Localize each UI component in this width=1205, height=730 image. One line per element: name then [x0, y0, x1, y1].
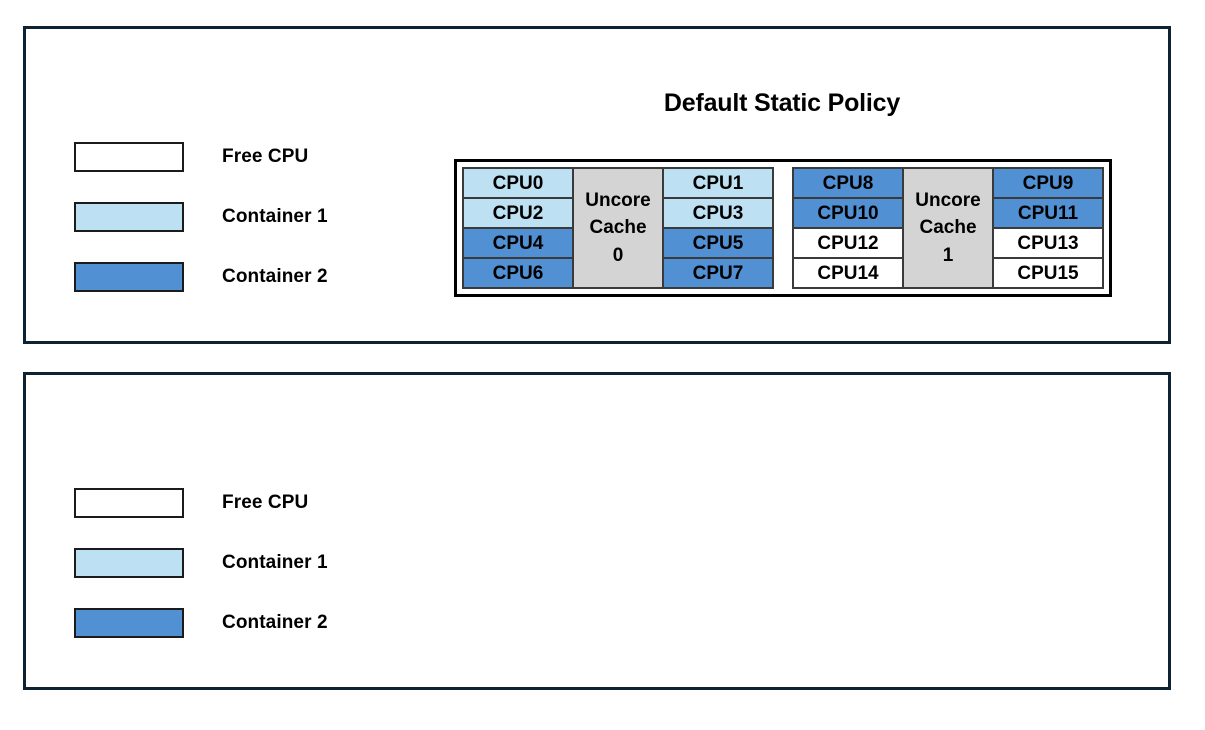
uncore-cache-label-line1: Uncore [585, 189, 651, 211]
cpu-cell: CPU1 [663, 168, 773, 198]
cpu-cell: CPU14 [793, 258, 903, 288]
page-title-top: Default Static Policy [663, 89, 901, 117]
legend-label-container-1: Container 1 [222, 552, 328, 573]
cpu-cell: CPU0 [463, 168, 573, 198]
uncore-cache-label-index: 0 [612, 244, 624, 266]
uncore-cache-label-line2: Cache [919, 217, 977, 239]
legend-item-container-2: Container 2 [74, 247, 374, 307]
legend-label-container-1: Container 1 [222, 206, 328, 227]
cpu-cell: CPU12 [793, 228, 903, 258]
cpu-cell: CPU15 [993, 258, 1103, 288]
legend-item-container-1: Container 1 [74, 187, 374, 247]
cpu-cell: CPU11 [993, 198, 1103, 228]
legend-label-container-2: Container 2 [222, 266, 328, 287]
cpu-cell: CPU7 [663, 258, 773, 288]
cache-group-0: CPU0 CPU2 CPU4 CPU6 Uncore Cache 0 CPU1 … [462, 167, 774, 289]
cpu-topology-diagram-top: CPU0 CPU2 CPU4 CPU6 Uncore Cache 0 CPU1 … [454, 159, 1112, 297]
cpu-cell: CPU8 [793, 168, 903, 198]
legend-swatch-free-cpu [74, 488, 184, 518]
cpu-column-left-0: CPU0 CPU2 CPU4 CPU6 [463, 168, 573, 288]
panel-default-static-policy: Default Static Policy Free CPU Container… [23, 26, 1171, 344]
cpu-cell: CPU2 [463, 198, 573, 228]
legend-item-free-cpu: Free CPU [74, 127, 374, 187]
cpu-cell: CPU10 [793, 198, 903, 228]
cpu-cell: CPU13 [993, 228, 1103, 258]
cpu-cell: CPU9 [993, 168, 1103, 198]
uncore-cache-box-0: Uncore Cache 0 [573, 168, 663, 288]
cpu-column-right-0: CPU1 CPU3 CPU5 CPU7 [663, 168, 773, 288]
cpu-cell: CPU6 [463, 258, 573, 288]
legend-swatch-container-1 [74, 548, 184, 578]
legend-item-free-cpu: Free CPU [74, 473, 374, 533]
legend-swatch-container-2 [74, 608, 184, 638]
legend-label-free-cpu: Free CPU [222, 146, 309, 167]
cpu-cell: CPU4 [463, 228, 573, 258]
uncore-cache-label-line2: Cache [589, 217, 647, 239]
legend-bottom: Free CPU Container 1 Container 2 [74, 473, 374, 653]
legend-label-free-cpu: Free CPU [222, 492, 309, 513]
uncore-cache-label-index: 1 [942, 244, 954, 266]
uncore-cache-box-1: Uncore Cache 1 [903, 168, 993, 288]
cpu-column-left-1: CPU8 CPU10 CPU12 CPU14 [793, 168, 903, 288]
legend-label-container-2: Container 2 [222, 612, 328, 633]
legend-swatch-container-2 [74, 262, 184, 292]
panel-prefer-align-cpus-by-uncorecache: prefer-align-cpus-by-uncorecache enabled… [23, 372, 1171, 690]
legend-item-container-1: Container 1 [74, 533, 374, 593]
cpu-cell: CPU3 [663, 198, 773, 228]
cache-group-1: CPU8 CPU10 CPU12 CPU14 Uncore Cache 1 CP… [792, 167, 1104, 289]
legend-top: Free CPU Container 1 Container 2 [74, 127, 374, 307]
cpu-cell: CPU5 [663, 228, 773, 258]
legend-swatch-container-1 [74, 202, 184, 232]
uncore-cache-label-line1: Uncore [915, 189, 981, 211]
cpu-column-right-1: CPU9 CPU11 CPU13 CPU15 [993, 168, 1103, 288]
legend-item-container-2: Container 2 [74, 593, 374, 653]
legend-swatch-free-cpu [74, 142, 184, 172]
